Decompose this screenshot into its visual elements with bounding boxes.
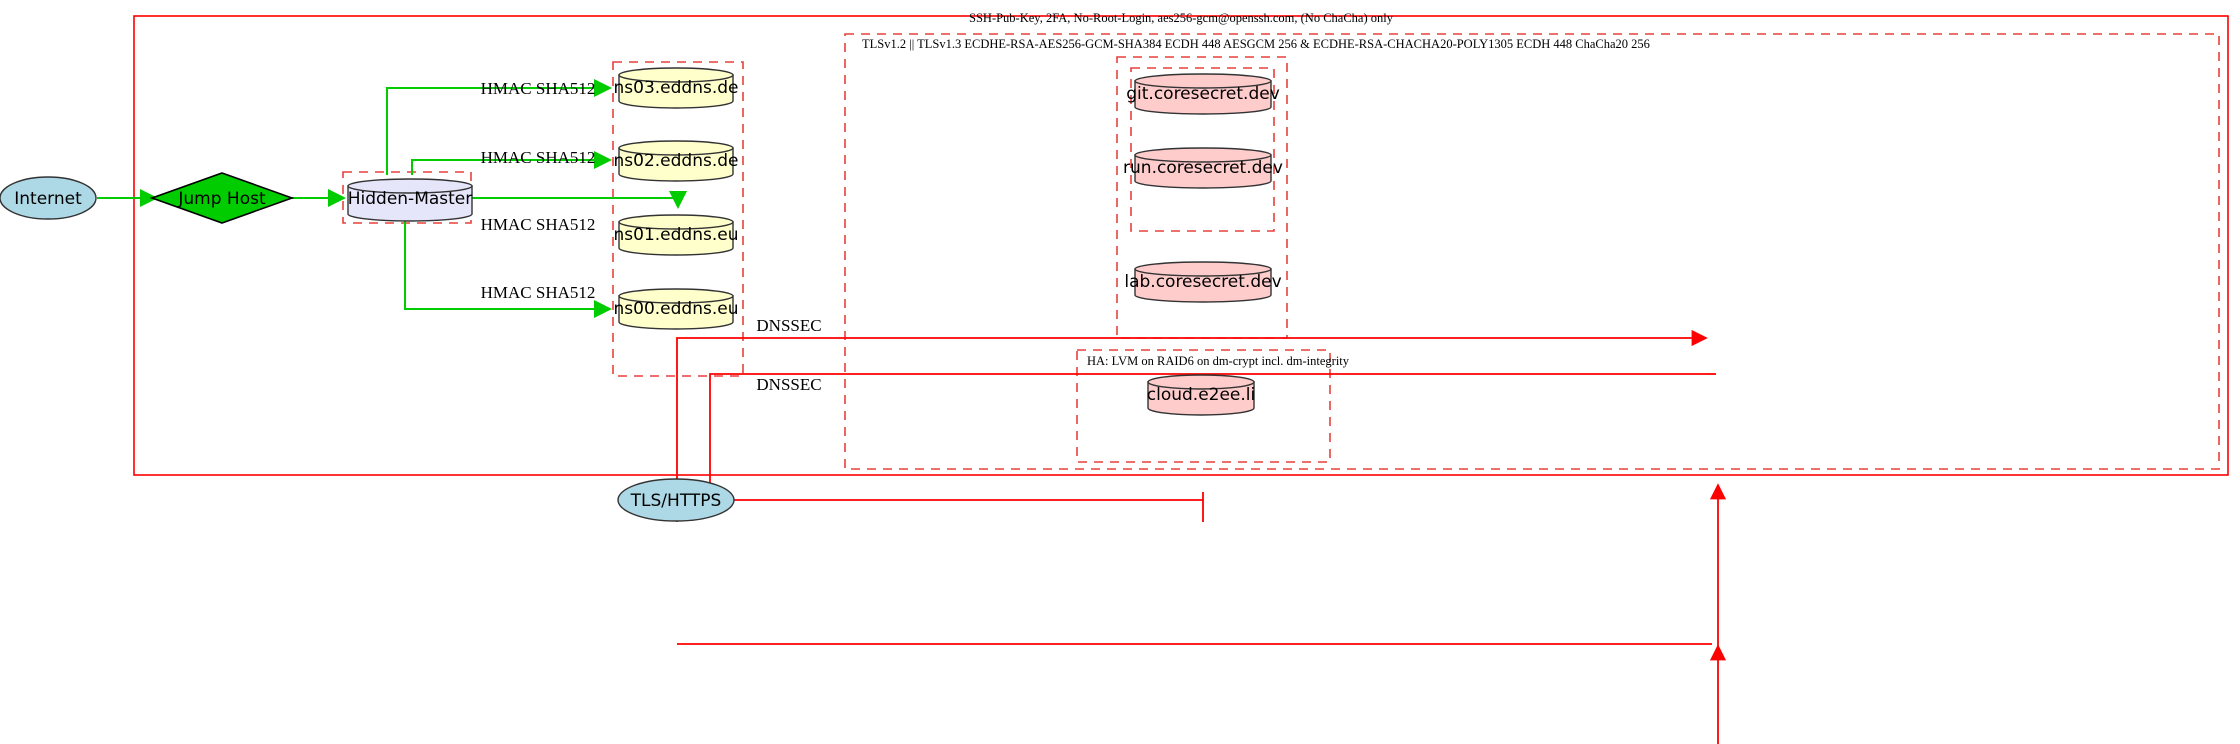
cluster-outer-ssh bbox=[133, 15, 2229, 476]
node-internet[interactable]: Internet bbox=[0, 176, 97, 220]
cluster-tls bbox=[844, 33, 2220, 470]
edge-master-to-ns02 bbox=[411, 151, 612, 175]
edge-master-to-ns03 bbox=[386, 79, 612, 175]
cluster-ha-label: HA: LVM on RAID6 on dm-crypt incl. dm-in… bbox=[1087, 354, 1350, 368]
edge-dnssec-lower bbox=[709, 373, 1716, 500]
cluster-hidden-master bbox=[342, 171, 472, 224]
node-hidden-master[interactable]: Hidden-Master bbox=[347, 178, 473, 222]
node-jump-host-label: Jump Host bbox=[177, 189, 266, 209]
edge-label-hmac-ns02: HMAC SHA512 bbox=[481, 148, 596, 167]
node-ns00[interactable]: ns00.eddns.eu bbox=[614, 288, 739, 330]
edge-label-dnssec-lower: DNSSEC bbox=[756, 375, 821, 394]
node-ns01-label: ns01.eddns.eu bbox=[614, 225, 739, 245]
cluster-ha bbox=[1076, 349, 1331, 463]
edge-label-hmac-ns01: HMAC SHA512 bbox=[481, 215, 596, 234]
node-tls-https[interactable]: TLS/HTTPS bbox=[617, 478, 735, 522]
node-lab-coresecret-label: lab.coresecret.dev bbox=[1124, 272, 1281, 292]
node-cloud-e2ee[interactable]: cloud.e2ee.li bbox=[1147, 374, 1255, 416]
cluster-outer-ssh-label: SSH-Pub-Key, 2FA, No-Root-Login, aes256-… bbox=[969, 11, 1394, 25]
node-git-coresecret-label: git.coresecret.dev bbox=[1126, 84, 1280, 104]
node-ns03[interactable]: ns03.eddns.de bbox=[614, 67, 739, 109]
node-ns00-label: ns00.eddns.eu bbox=[614, 299, 739, 319]
node-run-coresecret-label: run.coresecret.dev bbox=[1123, 158, 1283, 178]
node-jump-host[interactable]: Jump Host bbox=[149, 172, 295, 224]
edge-dnssec-upper bbox=[676, 329, 1708, 522]
node-ns02[interactable]: ns02.eddns.de bbox=[614, 140, 739, 182]
node-hidden-master-label: Hidden-Master bbox=[348, 189, 473, 209]
node-ns02-label: ns02.eddns.de bbox=[614, 151, 739, 171]
edge-label-hmac-ns03: HMAC SHA512 bbox=[481, 79, 596, 98]
edge-tlshttps-right bbox=[734, 492, 1204, 501]
node-ns01[interactable]: ns01.eddns.eu bbox=[614, 214, 739, 256]
edge-master-to-ns00 bbox=[404, 221, 612, 318]
node-run-coresecret[interactable]: run.coresecret.dev bbox=[1123, 147, 1283, 189]
cluster-dns bbox=[612, 61, 744, 377]
node-ns03-label: ns03.eddns.de bbox=[614, 78, 739, 98]
node-lab-coresecret[interactable]: lab.coresecret.dev bbox=[1124, 261, 1282, 303]
edge-label-dnssec-upper: DNSSEC bbox=[756, 316, 821, 335]
node-tls-https-label: TLS/HTTPS bbox=[630, 491, 722, 511]
edge-label-hmac-ns00: HMAC SHA512 bbox=[481, 283, 596, 302]
node-cloud-e2ee-label: cloud.e2ee.li bbox=[1147, 385, 1255, 405]
edge-master-to-ns01 bbox=[470, 191, 687, 209]
node-git-coresecret[interactable]: git.coresecret.dev bbox=[1126, 73, 1280, 115]
node-internet-label: Internet bbox=[14, 189, 82, 209]
cluster-tls-label: TLSv1.2 || TLSv1.3 ECDHE-RSA-AES256-GCM-… bbox=[862, 37, 1650, 51]
